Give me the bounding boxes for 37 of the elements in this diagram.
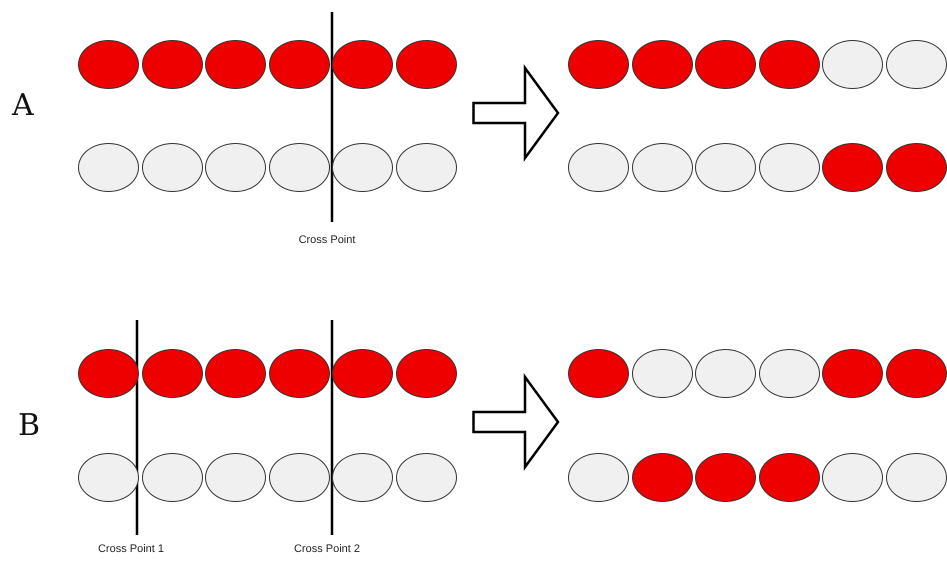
gene-circle — [396, 143, 456, 192]
gene-circle — [142, 143, 202, 192]
gene-circle — [268, 453, 330, 502]
gene-circle — [632, 349, 692, 398]
gene-circle — [78, 349, 139, 398]
gene-circle — [396, 349, 456, 398]
gene-circle — [78, 453, 139, 502]
gene-circle — [268, 143, 330, 192]
gene-circle — [758, 143, 820, 192]
gene-circle — [632, 143, 692, 192]
gene-circle — [886, 143, 946, 192]
gene-circle — [332, 40, 393, 89]
block-arrow — [472, 373, 560, 471]
gene-circle — [886, 40, 946, 89]
gene-circle — [332, 349, 393, 398]
gene-circle — [886, 349, 946, 398]
panel-letter: A — [12, 88, 34, 123]
gene-circle — [632, 40, 692, 89]
gene-circle — [332, 143, 393, 192]
gene-circle — [268, 40, 330, 89]
cross-point-label: Cross Point 1 — [98, 543, 164, 555]
panel-letter: B — [18, 408, 40, 443]
gene-circle — [632, 453, 692, 502]
block-arrow — [472, 64, 560, 162]
cross-point-label: Cross Point — [298, 234, 356, 246]
cross-point-label: Cross Point 2 — [294, 543, 360, 555]
gene-circle — [758, 40, 820, 89]
gene-circle — [758, 349, 820, 398]
gene-circle — [142, 349, 202, 398]
gene-circle — [332, 453, 393, 502]
gene-circle — [886, 453, 946, 502]
gene-circle — [268, 349, 330, 398]
gene-circle — [396, 40, 456, 89]
gene-circle — [142, 453, 202, 502]
gene-circle — [396, 453, 456, 502]
gene-circle — [142, 40, 202, 89]
gene-circle — [758, 453, 820, 502]
